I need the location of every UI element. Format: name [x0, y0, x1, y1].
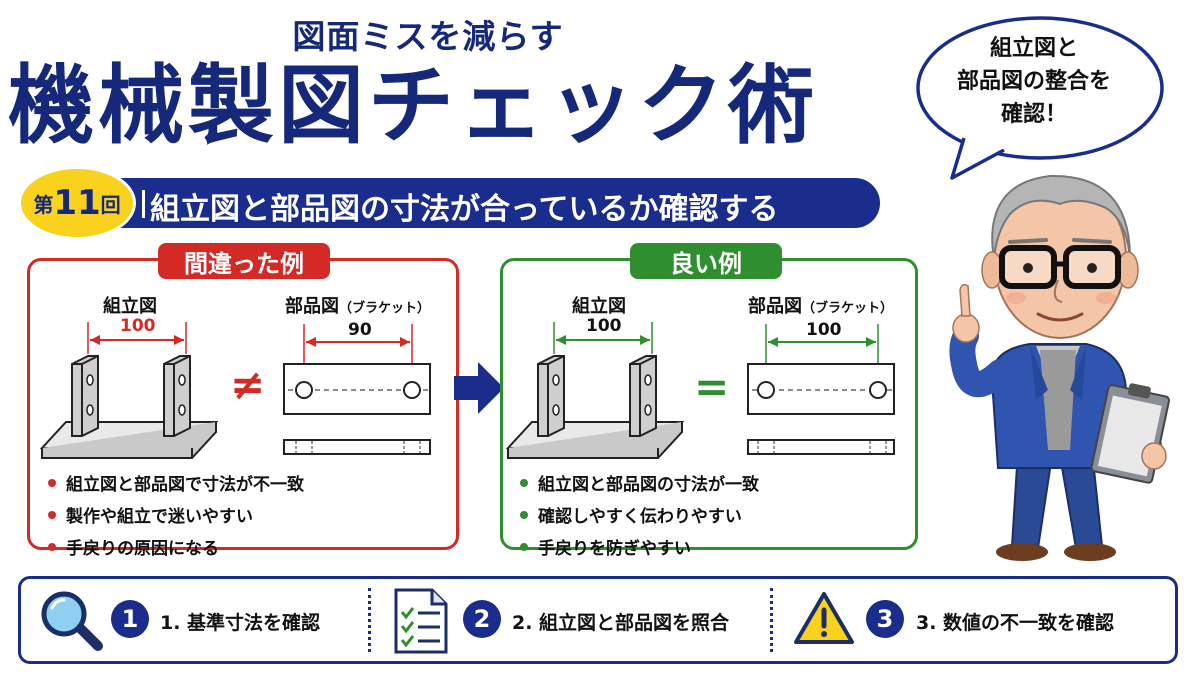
bullet-text: 手戻りを防ぎやすい	[538, 539, 691, 559]
bullet-dot	[48, 542, 56, 551]
good-part-label: 部品図（ブラケット）	[748, 292, 893, 318]
step-2-number: 2	[463, 600, 501, 638]
good-bullet-list: 組立図と部品図の寸法が一致 確認しやすく伝わりやすい 手戻りを防ぎやすい	[520, 470, 759, 559]
warning-icon	[794, 592, 854, 644]
speech-line-1: 組立図と	[989, 36, 1078, 61]
steps-bar	[18, 576, 1178, 664]
bad-part-drawing	[283, 324, 431, 455]
step-3-number: 3	[866, 600, 904, 638]
bullet-text: 組立図と部品図で寸法が不一致	[66, 475, 304, 495]
step-1-number: 1	[111, 600, 149, 638]
bullet-dot	[520, 510, 528, 519]
bullet-text: 組立図と部品図の寸法が一致	[538, 475, 759, 495]
good-part-drawing	[747, 324, 895, 455]
step-divider	[368, 588, 371, 652]
bad-assembly-label: 組立図	[103, 296, 157, 317]
good-example-tag: 良い例	[630, 243, 782, 279]
episode-separator	[142, 190, 145, 218]
good-part-dimension: 100	[806, 320, 842, 340]
step-1-label: 1. 基準寸法を確認	[160, 612, 321, 634]
list-item: 手戻りを防ぎやすい	[520, 534, 759, 559]
episode-bar	[60, 178, 880, 228]
bullet-dot	[520, 478, 528, 487]
bad-part-label-note: （ブラケット）	[339, 301, 431, 316]
magnifier-icon	[41, 591, 103, 651]
speech-line-3: 確認！	[1000, 102, 1067, 127]
episode-badge: 第 11 回	[18, 166, 136, 240]
bad-example-tag: 間違った例	[158, 243, 330, 279]
badge-suffix: 回	[100, 192, 121, 217]
badge-number: 11	[53, 183, 101, 223]
speech-line-2: 部品図の整合を	[956, 69, 1111, 94]
step-3-label: 3. 数値の不一致を確認	[916, 612, 1115, 634]
bullet-text: 製作や組立で迷いやすい	[66, 507, 253, 527]
not-equal-sign: ≠	[230, 360, 266, 409]
bad-assembly-dimension: 100	[120, 316, 156, 336]
good-assembly-dimension: 100	[586, 316, 622, 336]
list-item: 手戻りの原因になる	[48, 534, 304, 559]
list-item: 製作や組立で迷いやすい	[48, 502, 304, 527]
speech-bubble	[916, 16, 1164, 180]
arrow-right-icon	[454, 362, 504, 414]
list-item: 組立図と部品図の寸法が一致	[520, 470, 759, 495]
good-assembly-drawing	[505, 322, 685, 459]
good-part-label-note: （ブラケット）	[802, 301, 894, 316]
step-divider	[770, 588, 773, 652]
bad-part-label-text: 部品図	[285, 296, 339, 317]
list-item: 組立図と部品図で寸法が不一致	[48, 470, 304, 495]
equal-sign: =	[694, 362, 730, 411]
checklist-icon	[394, 588, 448, 654]
episode-title: 組立図と部品図の寸法が合っているか確認する	[150, 192, 779, 227]
bad-part-label: 部品図（ブラケット）	[285, 292, 430, 318]
badge-prefix: 第	[33, 192, 54, 217]
good-assembly-label: 組立図	[572, 296, 626, 317]
bullet-dot	[48, 478, 56, 487]
engineer-character-illustration	[949, 174, 1170, 561]
bullet-text: 確認しやすく伝わりやすい	[538, 507, 742, 527]
bullet-text: 手戻りの原因になる	[66, 539, 219, 559]
bad-bullet-list: 組立図と部品図で寸法が不一致 製作や組立で迷いやすい 手戻りの原因になる	[48, 470, 304, 559]
page-title: 機械製図チェック術	[8, 56, 818, 156]
list-item: 確認しやすく伝わりやすい	[520, 502, 759, 527]
step-2-label: 2. 組立図と部品図を照合	[512, 612, 730, 634]
speech-bubble-text: 組立図と 部品図の整合を 確認！	[936, 32, 1132, 131]
bullet-dot	[48, 510, 56, 519]
bad-part-dimension: 90	[348, 320, 372, 340]
good-part-label-text: 部品図	[748, 296, 802, 317]
bullet-dot	[520, 542, 528, 551]
page-subtitle: 図面ミスを減らす	[292, 17, 564, 56]
bad-assembly-drawing	[39, 322, 219, 459]
